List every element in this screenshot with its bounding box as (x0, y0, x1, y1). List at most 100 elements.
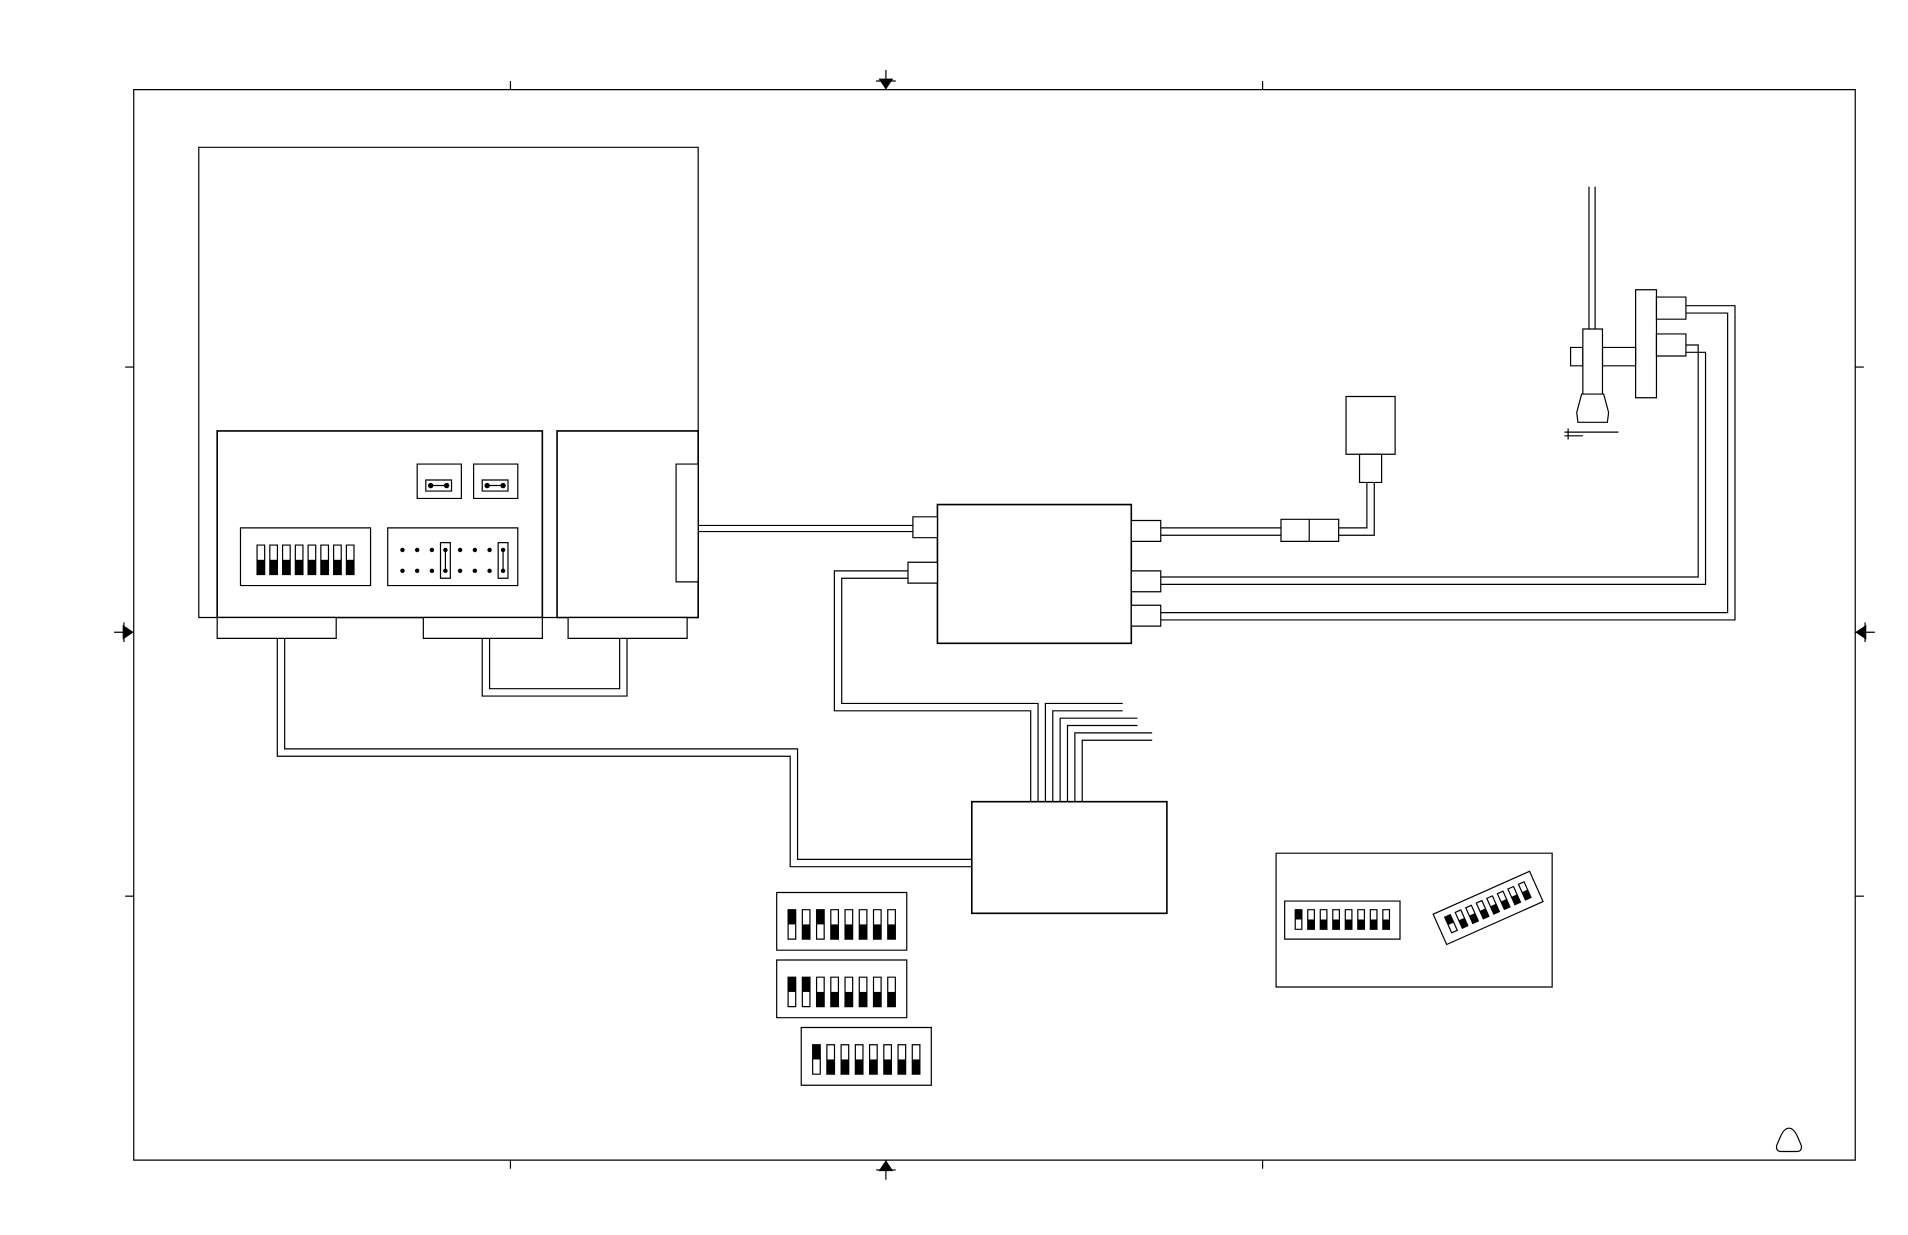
wiring (277, 306, 1735, 867)
dip-switch-toggle (870, 1045, 878, 1074)
torch-body (1583, 329, 1603, 394)
dip-switch-toggle (888, 910, 896, 939)
torch-port-lower (1656, 334, 1685, 356)
dip-switch-toggle (874, 910, 882, 939)
dip-switch-toggle (308, 545, 316, 574)
cable (277, 638, 971, 866)
cable-loop (490, 638, 620, 688)
dip-switch-toggle (1508, 886, 1521, 904)
dip-switch-toggle (827, 1045, 835, 1074)
connector-bottom-mid (423, 618, 542, 639)
dip-switch-inset (1276, 853, 1552, 987)
port-right-2 (1131, 571, 1160, 592)
dip-switch-toggle (1383, 910, 1390, 930)
dip-switch-toggle (346, 545, 354, 574)
torch-assembly (1564, 187, 1685, 440)
dip-switch-bank-c (801, 1028, 931, 1086)
dip-switch-toggle (1445, 915, 1458, 933)
dip-switch-toggle (912, 1045, 920, 1074)
dip-switch-toggle (1333, 910, 1340, 930)
dip-switch-toggle (845, 910, 853, 939)
side-connector (676, 464, 698, 582)
dip-switch-toggle (898, 1045, 906, 1074)
dip-switch-inset-flat (1285, 901, 1400, 939)
harness-wire (1075, 733, 1152, 802)
cable (1339, 482, 1375, 535)
dip-switch-toggle (1345, 910, 1352, 930)
dip-switch-toggle (788, 910, 796, 939)
dip-switch-toggle (831, 977, 839, 1006)
dip-switch-housing (777, 960, 907, 1018)
connector-bottom-left (217, 618, 336, 639)
dip-switch-toggle (802, 910, 810, 939)
jumper-2 (474, 464, 518, 498)
cable (834, 571, 1030, 802)
port-right-3 (1131, 605, 1160, 626)
cable (1161, 306, 1735, 620)
dip-switch-toggle (334, 545, 342, 574)
dip-switch-toggle (874, 977, 882, 1006)
dip-switch-toggle (813, 1045, 821, 1074)
harness-wire (1082, 740, 1152, 801)
jumper-1 (417, 464, 461, 498)
dip-switch-housing (1433, 871, 1543, 944)
dip-switch-toggle (295, 545, 303, 574)
inline-connector (1281, 519, 1339, 541)
dip-switch-bank-a (777, 892, 907, 950)
drawing-frame (114, 70, 1875, 1180)
lower-module (972, 802, 1167, 914)
dip-switch-toggle (1476, 901, 1489, 919)
torch-nozzle (1577, 394, 1609, 422)
dip-switch-toggle (321, 545, 329, 574)
sensor-assembly (1281, 397, 1395, 542)
dip-switch-toggle (841, 1045, 849, 1074)
interface-module-body (937, 505, 1131, 644)
interface-module (908, 505, 1161, 644)
dip-switch-toggle (1370, 910, 1377, 930)
cable (285, 638, 972, 859)
registration-arrow-icon (876, 70, 896, 90)
dip-switch-bank-b (777, 960, 907, 1018)
dip-switch-toggle (817, 977, 825, 1006)
dip-switch-toggle (855, 1045, 863, 1074)
port-right-1 (1131, 521, 1160, 542)
dip-switch-main (240, 528, 370, 586)
dip-switch-toggle (1455, 910, 1468, 928)
cable (1161, 313, 1728, 613)
dip-switch-toggle (788, 977, 796, 1006)
dip-switch-toggle (1358, 910, 1365, 930)
port-left-lower (908, 562, 937, 583)
side-board (557, 431, 698, 618)
sensor-body (1346, 397, 1395, 455)
dip-switch-toggle (1466, 905, 1479, 923)
dip-switch-toggle (888, 977, 896, 1006)
jumper-header-block (388, 528, 518, 586)
torch-port-upper (1656, 297, 1685, 319)
cable (1161, 352, 1706, 584)
dip-switch-toggle (859, 910, 867, 939)
harness-wire (1045, 703, 1122, 801)
dip-switch-toggle (831, 910, 839, 939)
dip-switch-toggle (845, 977, 853, 1006)
main-board (217, 431, 542, 618)
dip-switch-toggle (1295, 910, 1302, 930)
cable (1161, 345, 1698, 577)
torch-mount-plate (1636, 290, 1657, 398)
dip-switch-toggle (1487, 896, 1500, 914)
harness-wire (1060, 718, 1137, 801)
registration-arrow-icon (114, 622, 134, 642)
dip-switch-toggle (884, 1045, 892, 1074)
harness-wire (1053, 711, 1123, 802)
dip-switch-toggle (859, 977, 867, 1006)
dip-switch-toggle (283, 545, 291, 574)
registration-arrow-icon (876, 1160, 896, 1180)
dip-switch-toggle (270, 545, 278, 574)
dip-switch-housing (777, 892, 907, 950)
harness-wire (1067, 726, 1137, 802)
cable-loop (482, 638, 627, 696)
dip-switch-inset-angled (1433, 871, 1543, 944)
dip-switch-inset-angled-body (1433, 871, 1543, 944)
torch-arm (1602, 347, 1635, 365)
torch-clamp (1571, 347, 1583, 365)
